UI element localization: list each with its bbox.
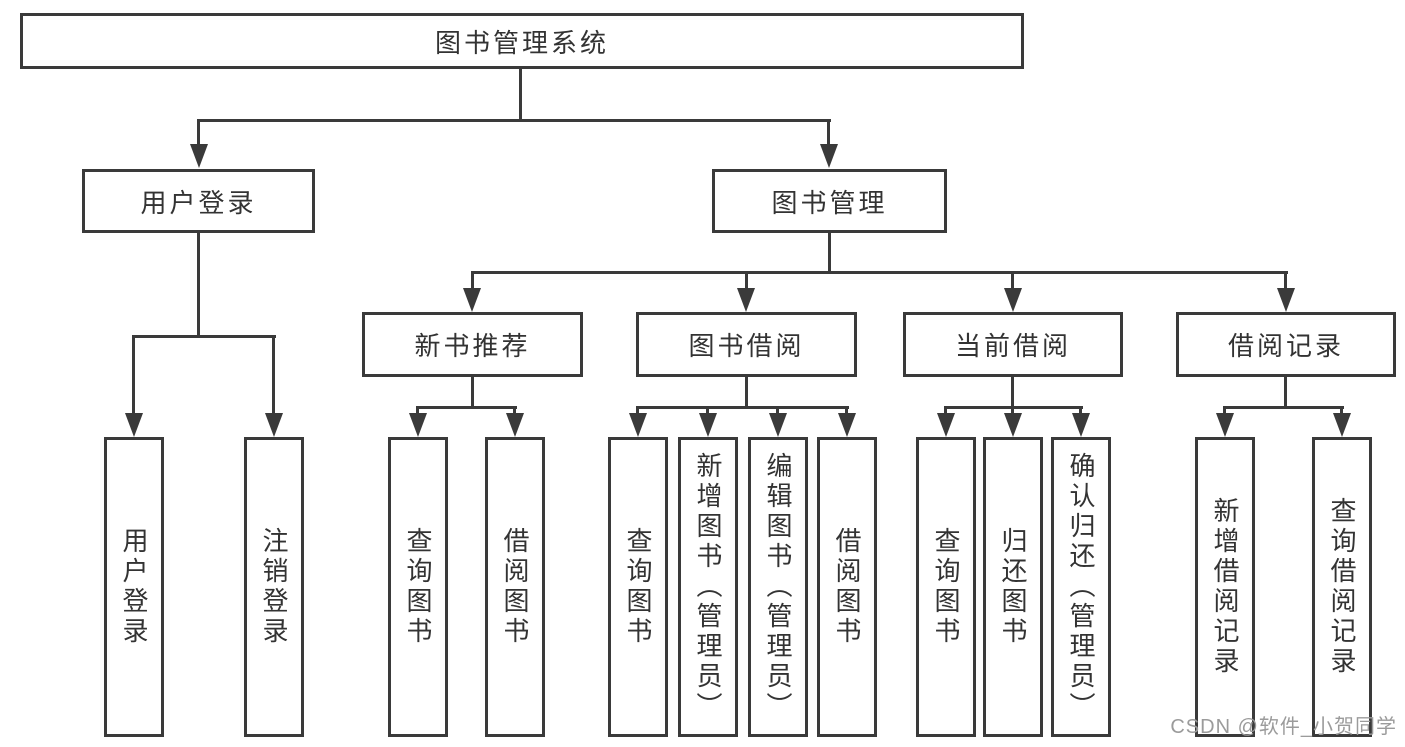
connector-drop-b4 xyxy=(845,406,848,415)
leaf-return-book-label: 归还图书 xyxy=(998,527,1028,647)
connector-drop-a2 xyxy=(513,406,516,415)
connector-user-login-drop-2 xyxy=(272,335,275,415)
node-library-management-system: 图书管理系统 xyxy=(20,13,1024,69)
node-borrowing-records: 借阅记录 xyxy=(1176,312,1396,377)
leaf-add-borrow-record: 新增借阅记录 xyxy=(1195,437,1255,737)
leaf-query-books-recommend-label: 查询图书 xyxy=(403,527,433,647)
leaf-query-books-current: 查询图书 xyxy=(916,437,976,737)
node-user-login-label: 用户登录 xyxy=(140,187,257,218)
node-book-borrowing: 图书借阅 xyxy=(636,312,857,377)
arrowhead-d1 xyxy=(1216,413,1234,437)
arrowhead-c1 xyxy=(937,413,955,437)
connector-book-mgmt-stub xyxy=(828,233,831,274)
connector-new-book-stub xyxy=(471,377,474,408)
leaf-confirm-return-admin: 确认归还（管理员） xyxy=(1051,437,1111,737)
connector-book-mgmt-drop-1 xyxy=(471,271,474,290)
leaf-query-books-recommend: 查询图书 xyxy=(388,437,448,737)
leaf-add-borrow-record-label: 新增借阅记录 xyxy=(1210,497,1240,677)
connector-book-borrow-hline xyxy=(636,406,849,409)
leaf-borrow-books-recommend: 借阅图书 xyxy=(485,437,545,737)
leaf-confirm-return-admin-label: 确认归还（管理员） xyxy=(1066,452,1096,722)
node-new-book-recommend-label: 新书推荐 xyxy=(414,331,531,361)
connector-current-borrow-stub xyxy=(1011,377,1014,408)
connector-records-stub xyxy=(1284,377,1287,408)
connector-drop-b3 xyxy=(776,406,779,415)
leaf-query-books-borrowing-label: 查询图书 xyxy=(623,527,653,647)
leaf-edit-book-admin: 编辑图书（管理员） xyxy=(748,437,808,737)
arrowhead-to-leaf-logout xyxy=(265,413,283,437)
connector-user-login-hline xyxy=(132,335,276,338)
connector-records-hline xyxy=(1223,406,1344,409)
csdn-watermark: CSDN @软件_小贺同学 xyxy=(1170,716,1397,738)
leaf-borrow-books: 借阅图书 xyxy=(817,437,877,737)
connector-book-mgmt-hline xyxy=(471,271,1288,274)
leaf-logout-label: 注销登录 xyxy=(259,527,289,647)
node-book-management-label: 图书管理 xyxy=(771,187,888,218)
connector-drop-c2 xyxy=(1011,406,1014,415)
connector-drop-c1 xyxy=(944,406,947,415)
node-new-book-recommend: 新书推荐 xyxy=(362,312,583,377)
connector-drop-b1 xyxy=(636,406,639,415)
connector-root-stub xyxy=(519,69,522,122)
leaf-query-books-borrowing: 查询图书 xyxy=(608,437,668,737)
connector-drop-c3 xyxy=(1079,406,1082,415)
arrowhead-to-new-book-recommend xyxy=(463,288,481,312)
connector-drop-d2 xyxy=(1340,406,1343,415)
arrowhead-to-current-borrowing xyxy=(1004,288,1022,312)
leaf-borrow-books-recommend-label: 借阅图书 xyxy=(500,527,530,647)
arrowhead-a1 xyxy=(409,413,427,437)
arrowhead-a2 xyxy=(506,413,524,437)
arrowhead-to-book-borrowing xyxy=(737,288,755,312)
leaf-query-borrow-record-label: 查询借阅记录 xyxy=(1327,497,1357,677)
leaf-return-book: 归还图书 xyxy=(983,437,1043,737)
arrowhead-c2 xyxy=(1004,413,1022,437)
connector-user-login-drop-1 xyxy=(132,335,135,415)
leaf-add-book-admin: 新增图书（管理员） xyxy=(678,437,738,737)
leaf-query-borrow-record: 查询借阅记录 xyxy=(1312,437,1372,737)
node-book-borrowing-label: 图书借阅 xyxy=(688,331,805,361)
arrowhead-to-user-login xyxy=(190,144,208,168)
node-user-login: 用户登录 xyxy=(82,169,315,233)
leaf-query-books-current-label: 查询图书 xyxy=(931,527,961,647)
connector-drop-b2 xyxy=(706,406,709,415)
connector-root-drop-right xyxy=(827,119,830,146)
arrowhead-to-borrowing-records xyxy=(1277,288,1295,312)
connector-root-hline xyxy=(197,119,831,122)
leaf-user-login-label: 用户登录 xyxy=(119,527,149,647)
arrowhead-to-book-management xyxy=(820,144,838,168)
arrowhead-b3 xyxy=(769,413,787,437)
node-library-management-system-label: 图书管理系统 xyxy=(434,27,609,58)
arrowhead-d2 xyxy=(1333,413,1351,437)
connector-root-drop-left xyxy=(197,119,200,146)
connector-book-mgmt-drop-4 xyxy=(1284,271,1287,290)
node-borrowing-records-label: 借阅记录 xyxy=(1227,331,1344,361)
arrowhead-b2 xyxy=(699,413,717,437)
leaf-edit-book-admin-label: 编辑图书（管理员） xyxy=(763,452,793,722)
connector-book-borrow-stub xyxy=(745,377,748,408)
connector-new-book-hline xyxy=(416,406,517,409)
connector-book-mgmt-drop-3 xyxy=(1011,271,1014,290)
connector-drop-d1 xyxy=(1223,406,1226,415)
connector-drop-a1 xyxy=(416,406,419,415)
arrowhead-c3 xyxy=(1072,413,1090,437)
leaf-user-login: 用户登录 xyxy=(104,437,164,737)
arrowhead-b4 xyxy=(838,413,856,437)
arrowhead-b1 xyxy=(629,413,647,437)
node-current-borrowing: 当前借阅 xyxy=(903,312,1123,377)
leaf-logout: 注销登录 xyxy=(244,437,304,737)
node-current-borrowing-label: 当前借阅 xyxy=(954,331,1071,361)
leaf-add-book-admin-label: 新增图书（管理员） xyxy=(693,452,723,722)
node-book-management: 图书管理 xyxy=(712,169,947,233)
arrowhead-to-leaf-user-login xyxy=(125,413,143,437)
connector-book-mgmt-drop-2 xyxy=(745,271,748,290)
leaf-borrow-books-label: 借阅图书 xyxy=(832,527,862,647)
connector-user-login-stub xyxy=(197,233,200,337)
